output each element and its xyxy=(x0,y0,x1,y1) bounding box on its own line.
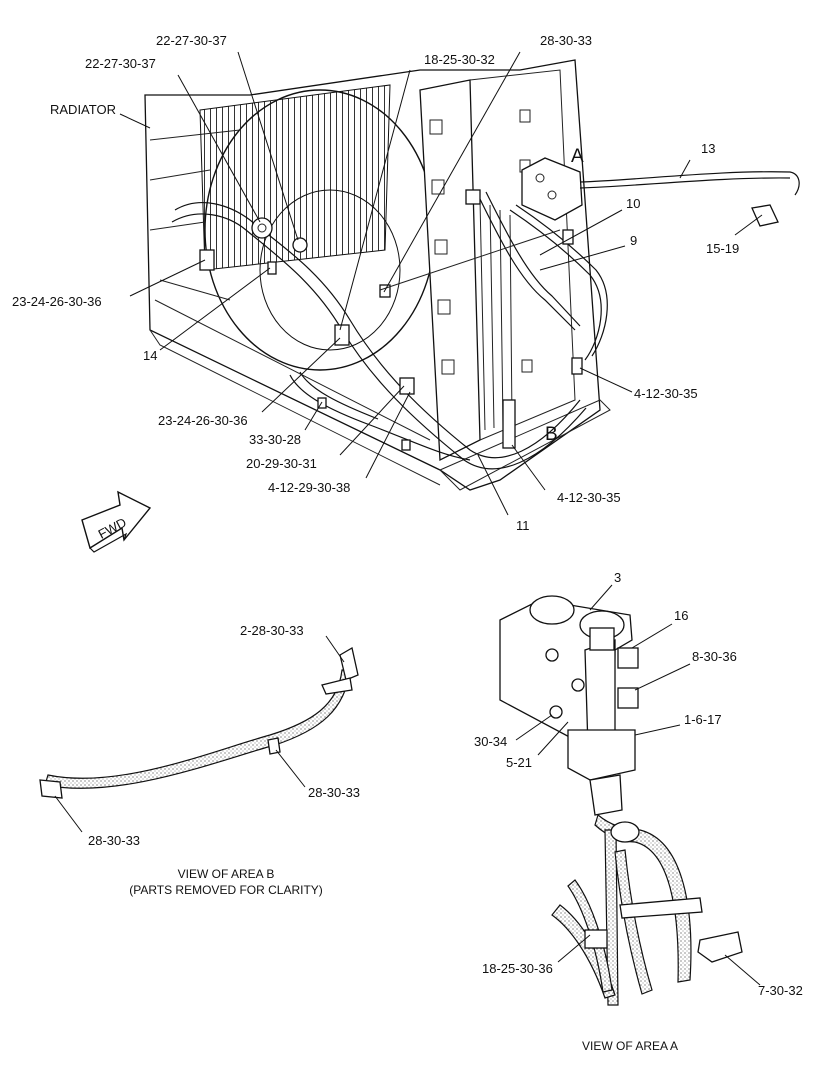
label-23-24-26-30-36-mid: 23-24-26-30-36 xyxy=(158,413,248,428)
label-8-30-36: 8-30-36 xyxy=(692,649,737,664)
forward-arrow-icon: FWD xyxy=(81,490,152,553)
caption-view-area-b: VIEW OF AREA B xyxy=(178,867,275,881)
label-5-21: 5-21 xyxy=(506,755,532,770)
label-33-30-28: 33-30-28 xyxy=(249,432,301,447)
label-area-a: A xyxy=(571,146,584,167)
label-4-12-30-35-upper: 4-12-30-35 xyxy=(634,386,698,401)
label-3: 3 xyxy=(614,570,621,585)
label-13: 13 xyxy=(701,141,715,156)
label-28-30-33-top: 28-30-33 xyxy=(540,33,592,48)
label-4-12-29-30-38: 4-12-29-30-38 xyxy=(268,480,350,495)
label-22-27-30-37-top: 22-27-30-37 xyxy=(156,33,227,48)
label-2-28-30-33: 2-28-30-33 xyxy=(240,623,304,638)
label-18-25-30-32: 18-25-30-32 xyxy=(424,52,495,67)
label-radiator: RADIATOR xyxy=(50,102,116,117)
leader-lines xyxy=(54,51,763,986)
label-23-24-26-30-36-left: 23-24-26-30-36 xyxy=(12,294,102,309)
label-16: 16 xyxy=(674,608,688,623)
label-14: 14 xyxy=(143,348,157,363)
label-30-34: 30-34 xyxy=(474,734,507,749)
label-7-30-32: 7-30-32 xyxy=(758,983,803,998)
caption-view-area-b-note: (PARTS REMOVED FOR CLARITY) xyxy=(129,883,323,897)
label-22-27-30-37: 22-27-30-37 xyxy=(85,56,156,71)
view-area-b-illustration xyxy=(39,646,359,799)
label-11: 11 xyxy=(516,518,530,533)
label-18-25-30-36: 18-25-30-36 xyxy=(482,961,553,976)
label-4-12-30-35-lower: 4-12-30-35 xyxy=(557,490,621,505)
caption-view-area-a: VIEW OF AREA A xyxy=(582,1039,678,1053)
callout-labels: RADIATOR 22-27-30-37 22-27-30-37 18-25-3… xyxy=(12,33,803,998)
label-10: 10 xyxy=(626,196,640,211)
label-20-29-30-31: 20-29-30-31 xyxy=(246,456,317,471)
view-captions: VIEW OF AREA B (PARTS REMOVED FOR CLARIT… xyxy=(129,867,678,1053)
view-area-a-illustration xyxy=(499,595,743,1006)
label-28-30-33-left: 28-30-33 xyxy=(88,833,140,848)
label-28-30-33-mid: 28-30-33 xyxy=(308,785,360,800)
label-15-19: 15-19 xyxy=(706,241,739,256)
main-assembly-illustration xyxy=(144,59,800,491)
label-area-b: B xyxy=(545,424,558,445)
label-1-6-17: 1-6-17 xyxy=(684,712,722,727)
label-9: 9 xyxy=(630,233,637,248)
